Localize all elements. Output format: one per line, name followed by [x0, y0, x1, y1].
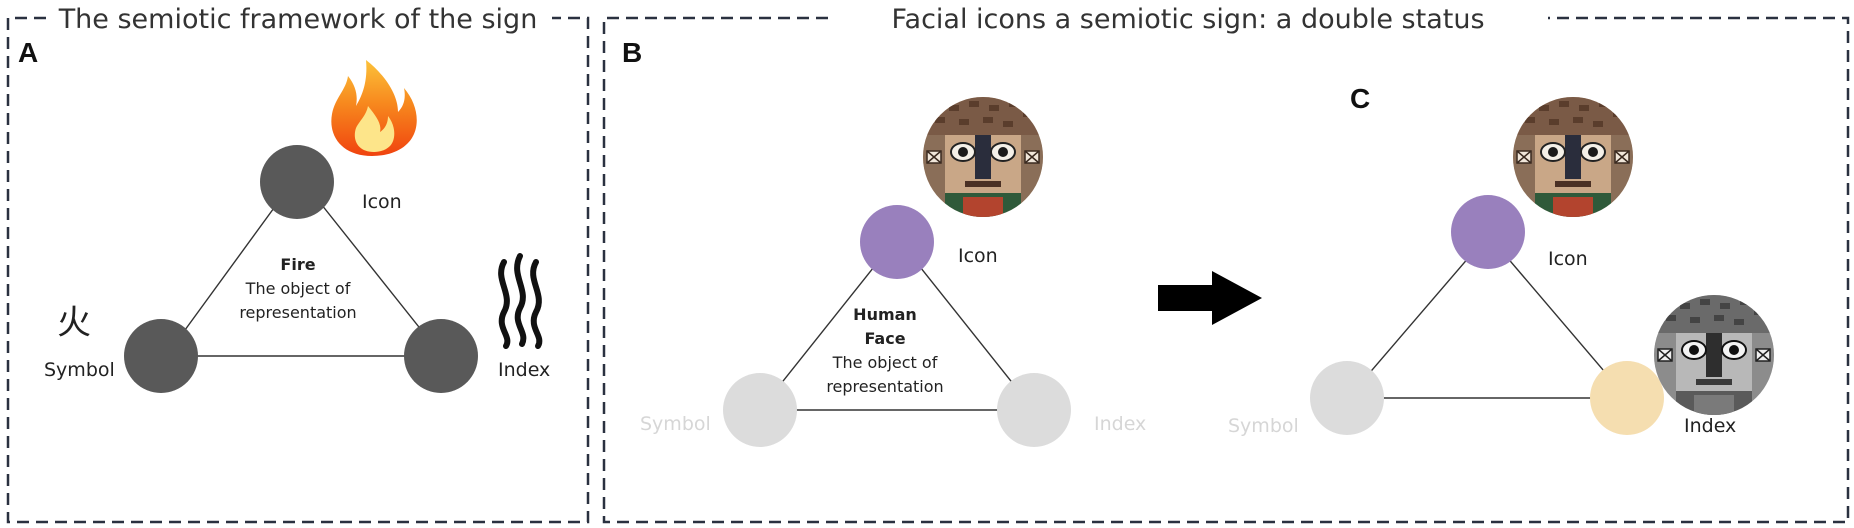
symbol-node	[723, 373, 797, 447]
index-node	[404, 319, 478, 393]
icon-label: Icon	[1548, 248, 1588, 270]
symbol-label: Symbol	[640, 413, 711, 435]
panel-a: The semiotic framework of the sign A Ico…	[6, 4, 590, 524]
smoke-icon	[498, 253, 543, 349]
object-name-line-2: Face	[864, 329, 905, 348]
icon-label: Icon	[958, 245, 998, 267]
panel-a-letter: A	[18, 37, 38, 68]
face-mask-grayscale-icon	[1654, 295, 1774, 415]
symbol-label: Symbol	[44, 359, 115, 381]
face-mask-color-icon	[1513, 97, 1633, 217]
panel-c: C Icon Symbol Index	[1228, 83, 1774, 437]
index-label: Index	[498, 359, 550, 381]
object-line-2: representation	[826, 377, 943, 396]
symbol-node	[124, 319, 198, 393]
panel-b-title: Facial icons a semiotic sign: a double s…	[891, 4, 1484, 35]
fire-icon	[331, 60, 417, 156]
object-line-2: representation	[239, 303, 356, 322]
icon-node	[860, 205, 934, 279]
symbol-glyph: 火	[57, 303, 91, 343]
symbol-label: Symbol	[1228, 415, 1299, 437]
panel-b: Icon Symbol Index Human Face The object …	[640, 97, 1146, 447]
icon-node	[260, 145, 334, 219]
index-label: Index	[1094, 413, 1146, 435]
arrow-right-icon	[1158, 271, 1262, 325]
panel-bc-border	[602, 16, 1850, 524]
object-line-1: The object of	[832, 353, 938, 372]
symbol-node	[1310, 361, 1384, 435]
object-line-1: The object of	[245, 279, 351, 298]
panel-b-letter: B	[622, 37, 642, 68]
icon-label: Icon	[362, 191, 402, 213]
object-name: Fire	[280, 255, 315, 274]
panel-a-title: The semiotic framework of the sign	[58, 4, 538, 35]
object-name-line-1: Human	[853, 305, 917, 324]
index-label: Index	[1684, 415, 1736, 437]
index-node	[1590, 361, 1664, 435]
icon-node	[1451, 195, 1525, 269]
index-node	[997, 373, 1071, 447]
panel-c-letter: C	[1350, 83, 1370, 114]
face-mask-color-icon	[923, 97, 1043, 217]
